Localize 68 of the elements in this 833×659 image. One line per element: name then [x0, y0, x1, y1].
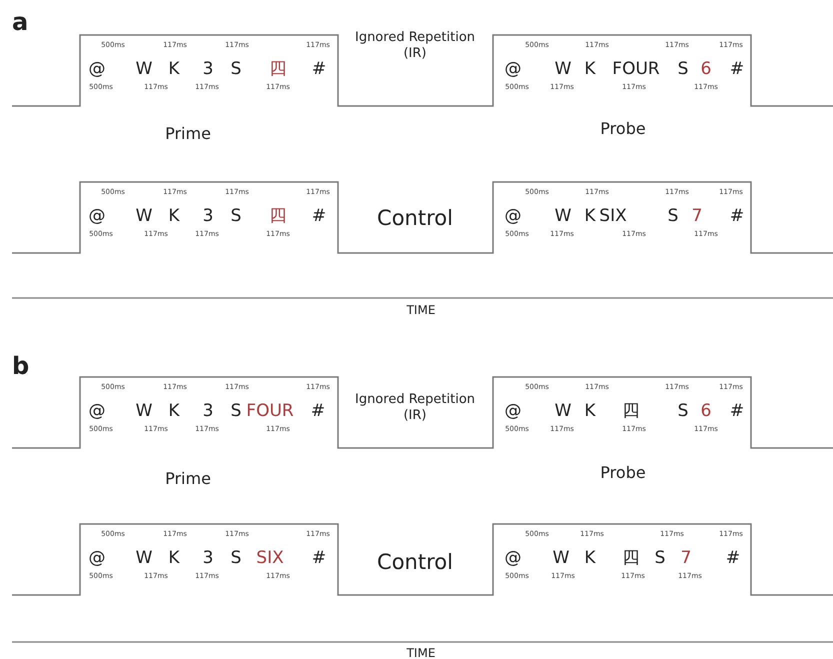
condition-label: Control: [377, 206, 453, 232]
stimulus-character: 6: [700, 403, 712, 420]
phase-label: Probe: [600, 119, 646, 138]
stimulus-character: FOUR: [612, 61, 660, 78]
stimulus-character: W: [136, 403, 152, 420]
stimulus-character: K: [584, 550, 596, 567]
stimulus-character: #: [312, 61, 326, 78]
stimulus-character: S: [678, 61, 688, 78]
stimulus-character: #: [726, 550, 740, 567]
stimulus-character: S: [668, 208, 678, 225]
phase-label: Probe: [600, 463, 646, 482]
stimulus-character: @: [88, 550, 106, 567]
panel-letter: b: [12, 352, 30, 381]
stimulus-character: @: [504, 550, 522, 567]
stimulus-character: W: [552, 550, 570, 567]
stimulus-character: 四: [270, 61, 286, 78]
phase-label: Prime: [165, 124, 211, 144]
stimulus-character: K: [168, 208, 180, 225]
stimulus-character: 3: [202, 61, 214, 78]
panel-letter: a: [12, 8, 28, 37]
stimulus-character: W: [554, 208, 572, 225]
stimulus-character: W: [554, 403, 572, 420]
stimulus-character: K: [168, 550, 180, 567]
condition-label: Ignored Repetition (IR): [354, 392, 476, 424]
stimulus-character: S: [654, 550, 666, 567]
phase-label: Prime: [165, 469, 211, 488]
stimulus-character: 3: [202, 550, 214, 567]
axis-label: TIME: [406, 646, 436, 659]
stimulus-character: #: [730, 403, 744, 420]
stimulus-character: S: [678, 403, 688, 420]
stimulus-character: S: [230, 61, 242, 78]
stimulus-character: @: [88, 403, 106, 420]
stimulus-character: W: [136, 550, 152, 567]
stimulus-character: SIX: [599, 208, 627, 225]
stimulus-character: K: [584, 61, 596, 78]
stimulus-character: S: [230, 403, 242, 420]
stimulus-character: 四: [622, 550, 640, 567]
condition-label: Ignored Repetition (IR): [354, 30, 476, 62]
stimulus-character: @: [88, 208, 106, 225]
stimulus-character: 四: [622, 403, 640, 420]
stimulus-character: K: [584, 403, 596, 420]
stimulus-character: K: [584, 208, 596, 225]
stimulus-character: #: [310, 403, 326, 420]
stimulus-character: #: [730, 61, 744, 78]
stimulus-character: 6: [700, 61, 712, 78]
stimulus-character: W: [136, 61, 152, 78]
stimulus-character: 3: [202, 403, 214, 420]
stimulus-character: @: [504, 208, 522, 225]
stimulus-character: 四: [270, 208, 286, 225]
stimulus-character: W: [136, 208, 152, 225]
axis-label: TIME: [406, 303, 436, 318]
stimulus-character: #: [730, 208, 744, 225]
condition-label: Control: [377, 550, 453, 576]
stimulus-character: @: [504, 61, 522, 78]
stimulus-character: SIX: [256, 550, 284, 567]
stimulus-character: FOUR: [246, 403, 294, 420]
stimulus-character: S: [230, 550, 242, 567]
stimulus-character: #: [312, 208, 326, 225]
stimulus-character: K: [168, 61, 180, 78]
stimulus-character: W: [554, 61, 572, 78]
stimulus-character: #: [312, 550, 326, 567]
stimulus-character: K: [168, 403, 180, 420]
stimulus-character: @: [504, 403, 522, 420]
stimulus-character: @: [88, 61, 106, 78]
stimulus-character: 7: [680, 550, 692, 567]
stimulus-character: S: [230, 208, 242, 225]
stimulus-character: 3: [202, 208, 214, 225]
stimulus-character: 7: [692, 208, 702, 225]
